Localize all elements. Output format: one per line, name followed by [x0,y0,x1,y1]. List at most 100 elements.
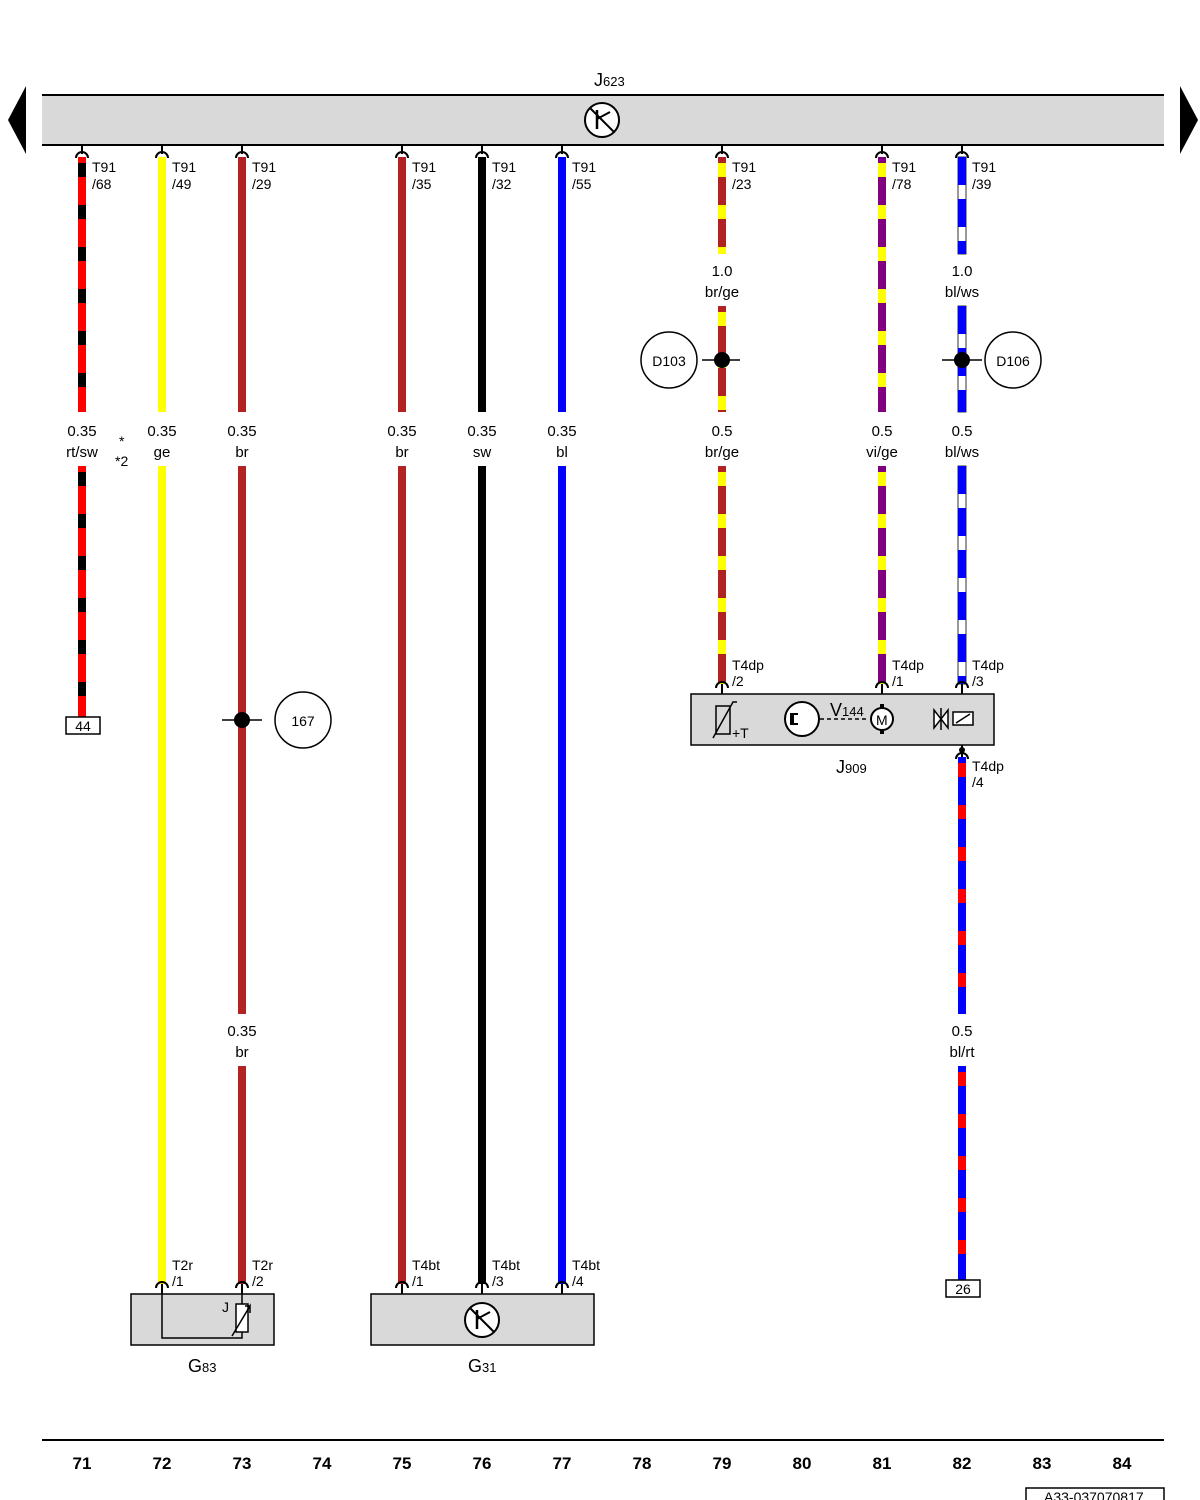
pin-T91-39-num: /39 [972,176,992,192]
wire-spec-color: br [395,444,408,461]
pin-T4dp-1-label: T4dp [892,657,924,673]
column-number-84: 84 [1113,1454,1132,1473]
wire-spec-gauge: 0.35 [227,423,256,440]
splice-D103[interactable]: D103 [640,331,740,389]
pin-T4bt-1-label: T4bt [412,1257,440,1273]
wires-layer: T91/680.35rt/sw44T91/490.35geT2r/1T91/29… [65,145,1042,1298]
pin-T91-55-num: /55 [572,176,592,192]
pin-T4bt-4-num: /4 [572,1273,584,1289]
column-number-82: 82 [953,1454,972,1473]
component-j909[interactable]: +T V144 M [690,693,995,746]
wire-82-lower[interactable]: T4dp/4 0.5 bl/rt 26 [945,745,1004,1298]
drawing-id-box [1025,1487,1165,1500]
splice-label: D103 [652,353,686,369]
column-number-83: 83 [1033,1454,1052,1473]
pin-T4bt-3-label: T4bt [492,1257,520,1273]
g31-label: G31 [468,1356,496,1376]
wire-spec-lower-gauge: 0.35 [227,1023,256,1040]
continuation-box-26[interactable]: 26 [945,1279,981,1298]
component-g83[interactable]: J [130,1293,275,1346]
column-number-75: 75 [393,1454,412,1473]
wire-spec-lower-color: br [235,1044,248,1061]
pin-T91-49-label: T91 [172,159,196,175]
pin-T91-32-label: T91 [492,159,516,175]
pin-T4bt-3-num: /3 [492,1273,504,1289]
pin-T91-78-label: T91 [892,159,916,175]
pin-T91-55-label: T91 [572,159,596,175]
pin-T4bt-1-num: /1 [412,1273,424,1289]
pin-T4dp-4-label: T4dp [972,758,1004,774]
sender-resistor-icon [231,1303,251,1337]
component-g31[interactable] [370,1293,595,1346]
pin-T4dp-3-label: T4dp [972,657,1004,673]
column-number-72: 72 [153,1454,172,1473]
wire-spec-color: bl/ws [945,444,979,461]
v144-label: V144 [830,700,864,720]
pin-T91-35-num: /35 [412,176,432,192]
j909-label: J909 [836,757,867,777]
valve-icon [933,707,974,731]
g83-ref-label: J [222,1299,229,1315]
wire-spec-gauge: 0.5 [952,1023,973,1040]
column-number-71: 71 [73,1454,92,1473]
thermistor-icon [712,701,737,739]
wire-spec-color: bl [556,444,568,461]
footnote-star2: *2 [115,453,128,469]
splice-167[interactable]: 167 [222,691,332,749]
column-number-81: 81 [873,1454,892,1473]
pin-T4dp-1-num: /1 [892,673,904,689]
wire-spec-color: br/ge [705,444,739,461]
pin-T91-68-num: /68 [92,176,112,192]
column-number-76: 76 [473,1454,492,1473]
wire-spec-top-gauge: 1.0 [712,263,733,280]
continuation-arrow-left-icon[interactable] [8,86,26,154]
wire-spec-top-gauge: 1.0 [952,263,973,280]
control-unit-label: J623 [594,70,625,90]
control-unit-symbol-icon [584,102,620,138]
pin-T91-49-num: /49 [172,176,192,192]
wire-spec-gauge: 0.35 [467,423,496,440]
pin-T2r-2-num: /2 [252,1273,264,1289]
wire-spec-top-color: bl/ws [945,284,979,301]
wire-spec-gauge: 0.35 [387,423,416,440]
pin-T2r-1-connector [155,1281,169,1289]
svg-text:44: 44 [75,718,91,734]
pump-icon [784,701,866,737]
pin-T91-35-label: T91 [412,159,436,175]
pin-T4dp-1-connector [875,681,889,689]
motor-icon [870,704,894,734]
column-number-79: 79 [713,1454,732,1473]
splice-D106[interactable]: D106 [942,331,1042,389]
pin-T4dp-3-num: /3 [972,673,984,689]
wire-spec-gauge: 0.5 [712,423,733,440]
pin-T91-29-num: /29 [252,176,272,192]
pin-T2r-2-connector [235,1281,249,1289]
pin-T4dp-4-num: /4 [972,774,984,790]
pin-T91-23-label: T91 [732,159,756,175]
pin-T4dp-2-num: /2 [732,673,744,689]
pin-T4dp-2-connector [715,681,729,689]
pin-T4bt-3-connector [475,1281,489,1289]
wire-spec-color: rt/sw [66,444,98,461]
continuation-box-44[interactable]: 44 [65,716,101,735]
pin-T2r-1-num: /1 [172,1273,184,1289]
wire-spec-color: vi/ge [866,444,898,461]
footnote-star: * [119,433,125,449]
wire-spec-color: bl/rt [949,1044,975,1061]
motor-symbol-label: M [876,712,888,728]
wire-spec-gauge: 0.5 [952,423,973,440]
continuation-arrow-right-icon[interactable] [1180,86,1198,154]
pin-T91-39-label: T91 [972,159,996,175]
wire-spec-gauge: 0.35 [547,423,576,440]
